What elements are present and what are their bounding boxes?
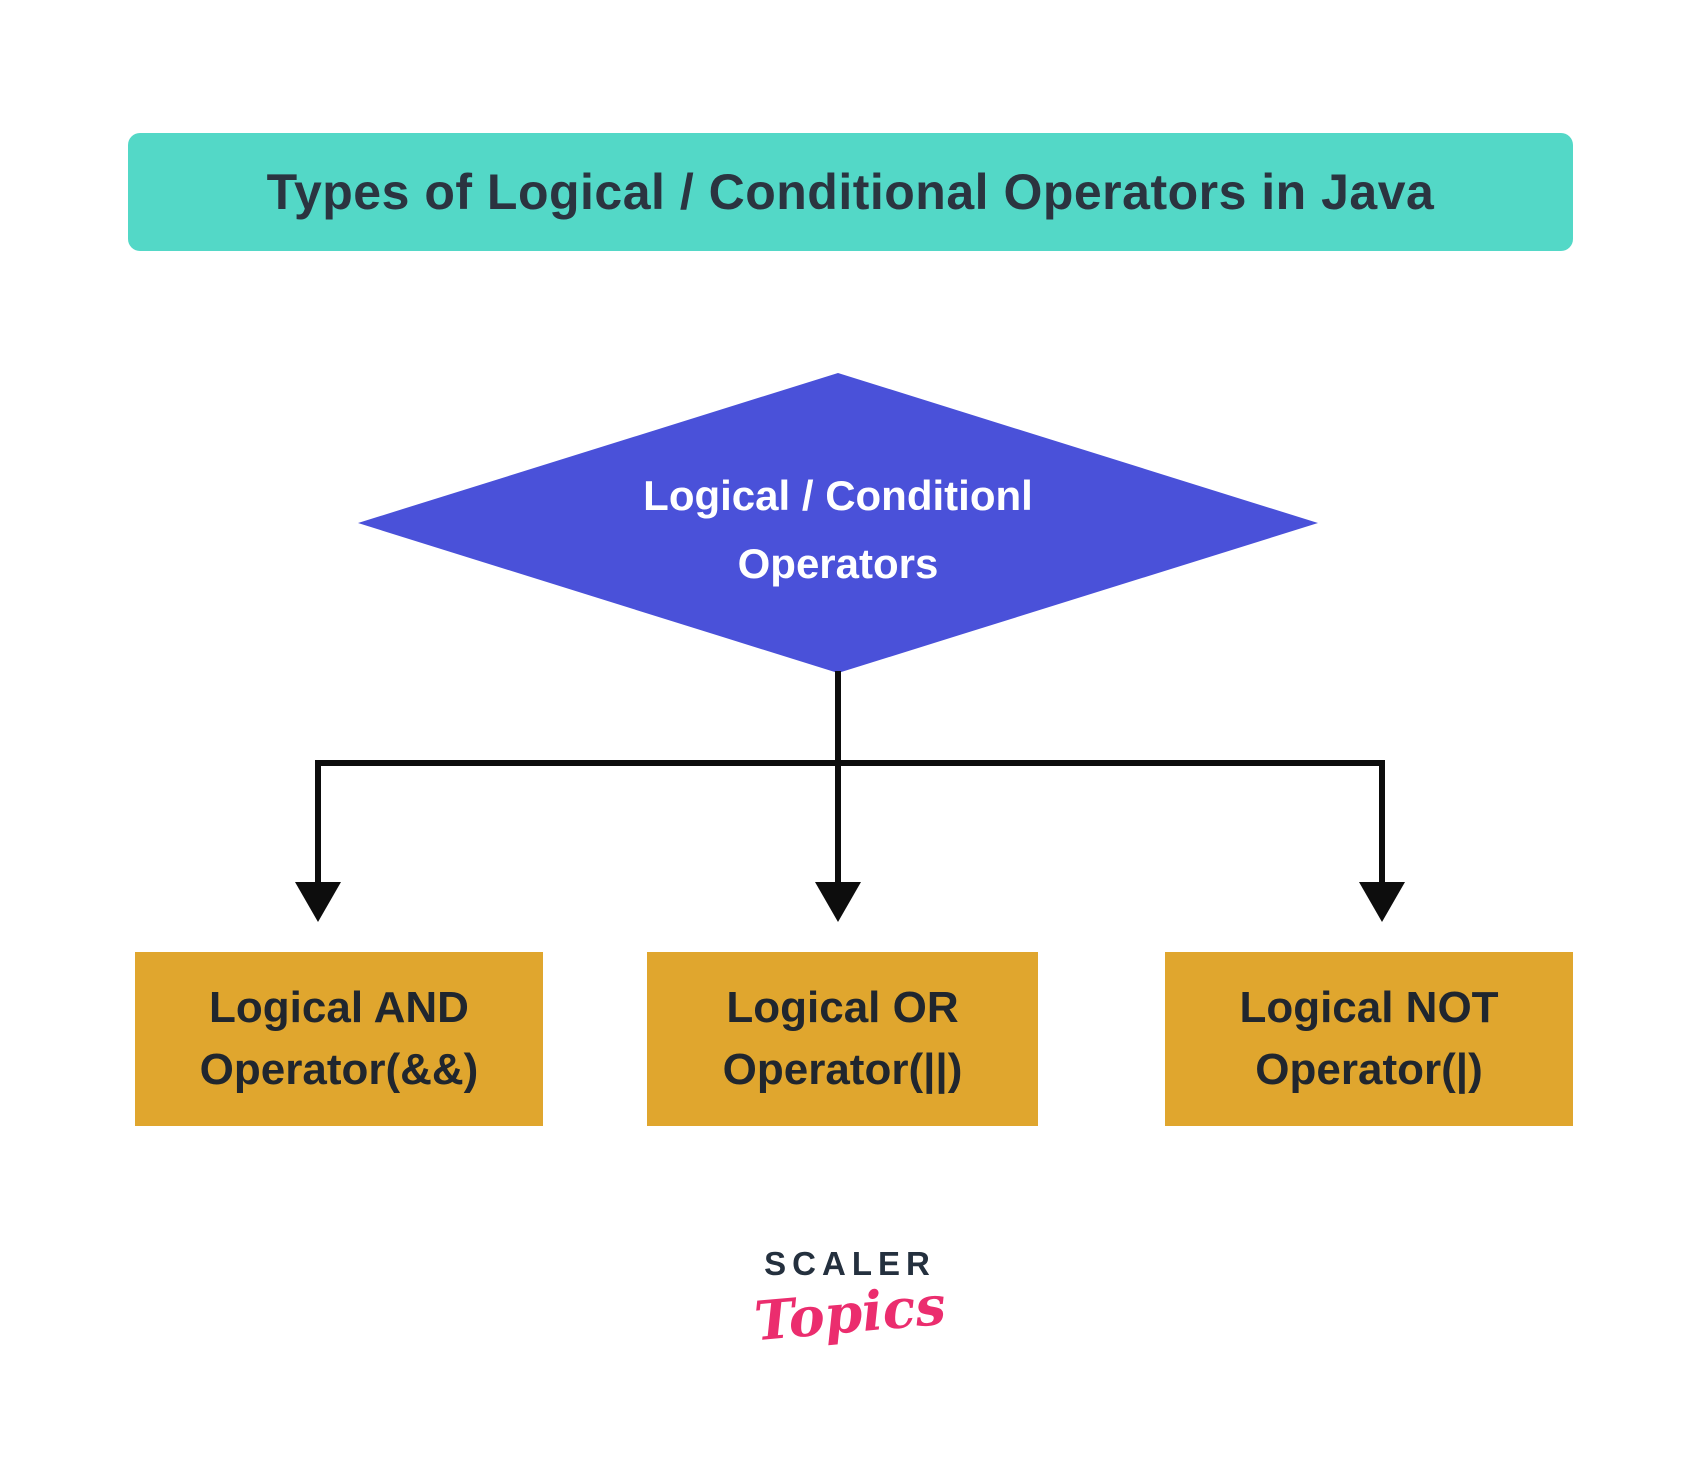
or-label-line1: Logical OR: [726, 983, 959, 1032]
connector-drop-center: [835, 760, 841, 884]
logo-brand-text: SCALER: [764, 1245, 936, 1282]
diamond-label-line2: Operators: [737, 540, 939, 587]
diamond-label-line1: Logical / Conditionl: [643, 472, 1033, 519]
operator-box-logical-or: Logical OR Operator(||): [647, 952, 1038, 1126]
and-label-line1: Logical AND: [209, 983, 469, 1032]
arrowhead-right-icon: [1359, 882, 1405, 922]
arrowhead-center-icon: [815, 882, 861, 922]
or-label-line2: Operator(||): [722, 1045, 963, 1094]
connector-drop-left: [315, 760, 321, 884]
connector-horizontal-bar: [315, 760, 1385, 766]
arrowhead-left-icon: [295, 882, 341, 922]
operator-box-logical-not-label: Logical NOT Operator(|): [1239, 977, 1498, 1101]
diamond-label: Logical / Conditionl Operators: [643, 448, 1033, 598]
not-label-line1: Logical NOT: [1239, 983, 1499, 1032]
decision-diamond: Logical / Conditionl Operators: [358, 373, 1318, 673]
operator-box-logical-and-label: Logical AND Operator(&&): [200, 977, 479, 1101]
connector-drop-right: [1379, 760, 1385, 884]
operator-box-logical-and: Logical AND Operator(&&): [135, 952, 543, 1126]
scaler-topics-logo: SCALER Topics: [700, 1245, 1000, 1353]
connector-stem: [835, 671, 841, 763]
and-label-line2: Operator(&&): [199, 1045, 479, 1094]
not-label-line2: Operator(|): [1255, 1045, 1483, 1094]
title-text: Types of Logical / Conditional Operators…: [266, 164, 1435, 220]
operator-box-logical-or-label: Logical OR Operator(||): [723, 977, 963, 1101]
title-banner: Types of Logical / Conditional Operators…: [128, 133, 1573, 251]
operator-box-logical-not: Logical NOT Operator(|): [1165, 952, 1573, 1126]
